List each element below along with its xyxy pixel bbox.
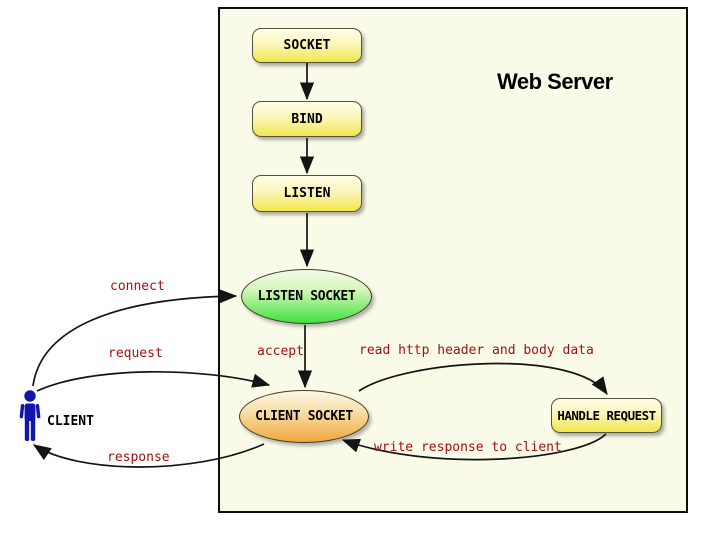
edge-label-accept: accept: [257, 344, 304, 359]
node-listen-socket: LISTEN SOCKET: [241, 269, 372, 324]
client-label: CLIENT: [47, 414, 94, 429]
node-listen-label: LISTEN: [283, 186, 331, 201]
node-client-socket-label: CLIENT SOCKET: [255, 409, 353, 424]
node-client-socket: CLIENT SOCKET: [239, 390, 369, 443]
node-bind-label: BIND: [291, 111, 323, 127]
edge-label-request: request: [108, 346, 163, 361]
node-listen: LISTEN: [252, 175, 362, 212]
node-handle-request: HANDLE REQUEST: [551, 398, 662, 433]
edge-label-response: response: [107, 450, 170, 465]
edge-label-write-response: write response to client: [374, 440, 562, 455]
client-person-icon: [19, 390, 41, 441]
node-socket: SOCKET: [252, 28, 362, 63]
arrow-connect-client-to-listen-socket: [32, 289, 238, 387]
edge-label-connect: connect: [110, 279, 165, 294]
node-listen-socket-label: LISTEN SOCKET: [257, 289, 356, 304]
edge-label-read-http: read http header and body data: [359, 343, 594, 358]
web-server-title: Web Server: [497, 69, 613, 94]
node-socket-label: SOCKET: [283, 38, 331, 53]
node-bind: BIND: [252, 101, 362, 137]
node-handle-request-label: HANDLE REQUEST: [557, 408, 656, 423]
